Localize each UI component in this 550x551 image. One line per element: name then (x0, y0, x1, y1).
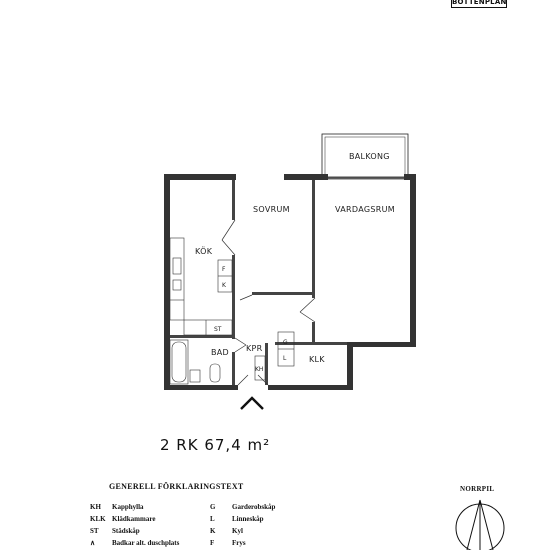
kitchen-counter (169, 237, 233, 336)
klk-storage (254, 331, 295, 381)
freezer-label: F (222, 266, 226, 273)
interior-walls (170, 180, 347, 385)
fridge-label: K (222, 282, 227, 289)
legend-code: L (210, 515, 215, 523)
kitchen-label: KÖK (195, 246, 213, 256)
legend-code: KLK (90, 515, 106, 523)
legend-text: Garderobskåp (232, 503, 276, 511)
legend-title: GENERELL FÖRKLARINGSTEXT (109, 482, 244, 491)
balcony-label: BALKONG (349, 152, 390, 161)
legend-code: F (210, 539, 215, 547)
bath-label: BAD (211, 348, 229, 357)
legend-text: Klädkammare (112, 515, 156, 523)
entrance-arrow-icon (240, 396, 264, 410)
legend-right-column: G Garderobskåp L Linneskåp K Kyl F Frys (210, 503, 275, 551)
legend-text: Linneskåp (232, 515, 264, 523)
legend-text: Städskåp (112, 527, 140, 535)
legend-row: KLK Klädkammare (90, 515, 179, 527)
legend-row: K Kyl (210, 527, 275, 539)
legend-code: ST (90, 527, 99, 535)
linen-closet-label: L (283, 355, 287, 362)
bath-fixtures (169, 339, 221, 385)
legend-row: G Garderobskåp (210, 503, 275, 515)
legend-row: ∧ Badkar alt. duschplats (90, 539, 179, 551)
legend-row: KH Kapphylla (90, 503, 179, 515)
wardrobe-label: G (283, 339, 288, 346)
hall-label: KPR (246, 344, 263, 353)
legend-text: Kyl (232, 527, 243, 535)
legend-code: K (210, 527, 216, 535)
cleaning-closet-label: ST (214, 326, 222, 333)
floor-level-tag: BOTTENPLAN (451, 0, 507, 8)
legend-code: G (210, 503, 216, 511)
legend-row: L Linneskåp (210, 515, 275, 527)
north-arrow-label: NORRPIL (460, 485, 495, 493)
legend-text: Badkar alt. duschplats (112, 539, 180, 547)
legend-code: KH (90, 503, 101, 511)
legend-text: Kapphylla (112, 503, 144, 511)
legend-row: ST Städskåp (90, 527, 179, 539)
bedroom-label: SOVRUM (253, 205, 290, 214)
legend-text: Frys (232, 539, 246, 547)
balcony-door (328, 176, 404, 180)
outer-walls (164, 174, 416, 390)
north-arrow-icon (455, 499, 505, 550)
living-room-label: VARDAGSRUM (335, 205, 395, 214)
legend-row: F Frys (210, 539, 275, 551)
coat-rack-label: KH (255, 366, 263, 373)
walkin-closet-label: KLK (309, 355, 325, 364)
door-swings (221, 219, 316, 386)
bath-symbol-icon: ∧ (90, 539, 96, 547)
apartment-size: 2 RK 67,4 m² (160, 436, 271, 454)
legend-left-column: KH Kapphylla KLK Klädkammare ST Städskåp ∧ B… (90, 503, 179, 551)
